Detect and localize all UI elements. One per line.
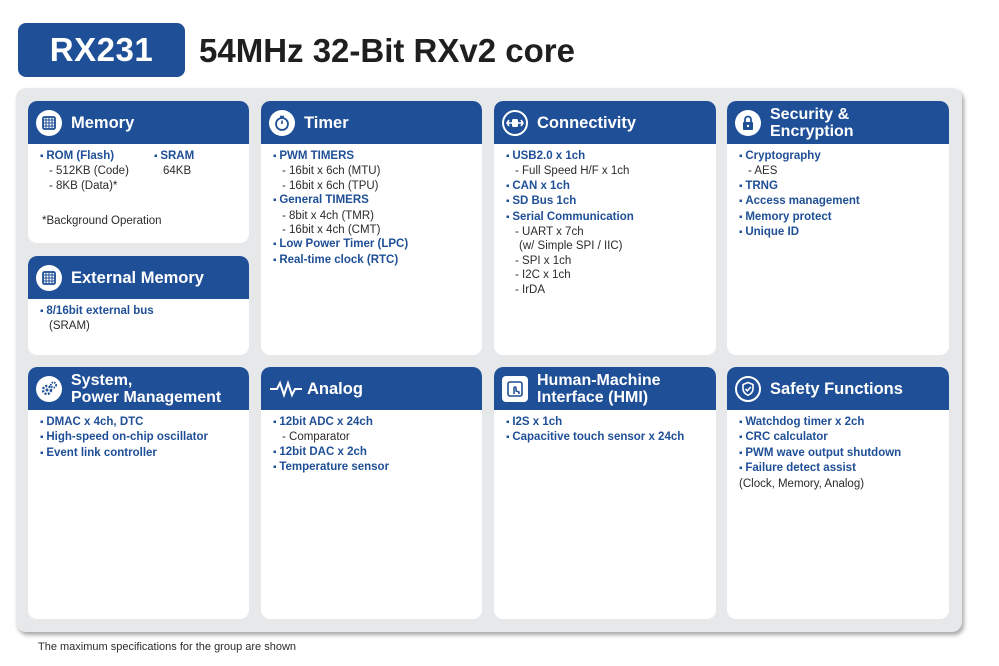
external-memory-title: External Memory <box>71 268 204 287</box>
memory-chip-icon <box>36 109 62 136</box>
hmi-card-header: Human-Machine Interface (HMI) <box>494 367 716 410</box>
waveform-icon <box>269 376 303 402</box>
memory-note: *Background Operation <box>42 215 162 228</box>
system-body: DMAC x 4ch, DTCHigh-speed on-chip oscill… <box>28 415 249 461</box>
external-memory-body: 8/16bit external bus (SRAM) <box>28 304 249 334</box>
feature-detail: - I2C x 1ch <box>515 269 571 282</box>
feature-item: CAN x 1ch <box>506 179 704 194</box>
feature-item: Serial Communication <box>506 210 704 225</box>
timer-card-header: Timer <box>261 101 482 144</box>
feature-detail: (w/ Simple SPI / IIC) <box>519 240 623 253</box>
feature-item: Unique ID <box>739 225 937 240</box>
feature-detail: - IrDA <box>515 283 546 296</box>
timer-body: PWM TIMERS- 16bit x 6ch (MTU)- 16bit x 6… <box>261 149 482 268</box>
external-memory-card: External Memory 8/16bit external bus (SR… <box>28 256 249 355</box>
analog-body: 12bit ADC x 24ch- Comparator12bit DAC x … <box>261 415 482 476</box>
security-card: Security & Encryption Cryptography- AEST… <box>727 101 949 355</box>
feature-detail: - UART x 7ch <box>515 226 584 239</box>
safety-card: Safety Functions Watchdog timer x 2chCRC… <box>727 367 949 619</box>
feature-item: CRC calculator <box>739 430 937 445</box>
security-title: Security & Encryption <box>770 105 854 140</box>
connectivity-title: Connectivity <box>537 113 637 132</box>
feature-item: Event link controller <box>40 446 237 461</box>
rom-code: - 512KB (Code) <box>49 165 129 178</box>
safety-card-header: Safety Functions <box>727 367 949 410</box>
feature-detail: - 16bit x 6ch (TPU) <box>282 179 379 192</box>
rom-data: - 8KB (Data)* <box>49 179 118 192</box>
memory-title: Memory <box>71 113 135 132</box>
feature-detail: - SPI x 1ch <box>515 254 572 267</box>
chip-name-badge: RX231 <box>18 23 185 77</box>
gears-icon <box>36 375 62 402</box>
system-card-header: System, Power Management <box>28 367 249 410</box>
feature-item: Temperature sensor <box>273 460 470 475</box>
feature-detail: - 16bit x 6ch (MTU) <box>282 165 381 178</box>
feature-item: I2S x 1ch <box>506 415 704 430</box>
feature-item: Failure detect assist <box>739 461 937 476</box>
feature-detail: - 8bit x 4ch (TMR) <box>282 209 375 222</box>
connector-plug-icon <box>502 109 528 136</box>
feature-item: Capacitive touch sensor x 24ch <box>506 430 704 445</box>
memory-card-header: Memory <box>28 101 249 144</box>
system-title: System, Power Management <box>71 371 222 406</box>
feature-detail: - AES <box>748 165 778 178</box>
feature-item: PWM TIMERS <box>273 149 470 164</box>
feature-detail: - 16bit x 4ch (CMT) <box>282 224 381 237</box>
connectivity-body: USB2.0 x 1ch- Full Speed H/F x 1chCAN x … <box>494 149 716 297</box>
connectivity-card-header: Connectivity <box>494 101 716 144</box>
security-body: Cryptography- AESTRNGAccess managementMe… <box>727 149 949 240</box>
security-card-header: Security & Encryption <box>727 101 949 144</box>
external-bus-note: (SRAM) <box>49 320 90 333</box>
feature-item: SD Bus 1ch <box>506 194 704 209</box>
feature-item: TRNG <box>739 179 937 194</box>
sram-size: 64KB <box>163 165 192 178</box>
sram-label: SRAM <box>154 149 194 164</box>
feature-item: USB2.0 x 1ch <box>506 149 704 164</box>
feature-item: Real-time clock (RTC) <box>273 253 470 268</box>
touch-hand-icon <box>502 375 528 402</box>
timer-title: Timer <box>304 113 349 132</box>
connectivity-card: Connectivity USB2.0 x 1ch- Full Speed H/… <box>494 101 716 355</box>
feature-detail: - Comparator <box>282 431 350 444</box>
feature-board: Memory ROM (Flash) - 512KB (Code) - 8KB … <box>16 88 962 632</box>
feature-item: Watchdog timer x 2ch <box>739 415 937 430</box>
rom-label: ROM (Flash) <box>40 149 154 164</box>
safety-title: Safety Functions <box>770 379 903 398</box>
external-memory-card-header: External Memory <box>28 256 249 299</box>
feature-item: General TIMERS <box>273 193 470 208</box>
feature-detail: (Clock, Memory, Analog) <box>739 477 865 490</box>
stopwatch-icon <box>269 109 295 136</box>
padlock-icon <box>735 109 761 136</box>
feature-detail: - Full Speed H/F x 1ch <box>515 165 630 178</box>
feature-item: Low Power Timer (LPC) <box>273 237 470 252</box>
feature-item: Memory protect <box>739 210 937 225</box>
hmi-title: Human-Machine Interface (HMI) <box>537 371 661 406</box>
feature-item: PWM wave output shutdown <box>739 446 937 461</box>
shield-check-icon <box>735 375 761 402</box>
memory-card: Memory ROM (Flash) - 512KB (Code) - 8KB … <box>28 101 249 243</box>
safety-body: Watchdog timer x 2chCRC calculatorPWM wa… <box>727 415 949 491</box>
feature-item: 12bit ADC x 24ch <box>273 415 470 430</box>
hmi-card: Human-Machine Interface (HMI) I2S x 1chC… <box>494 367 716 619</box>
analog-card: Analog 12bit ADC x 24ch- Comparator12bit… <box>261 367 482 619</box>
feature-item: 12bit DAC x 2ch <box>273 445 470 460</box>
footer-note: The maximum specifications for the group… <box>38 641 297 653</box>
external-bus: 8/16bit external bus <box>40 304 237 319</box>
feature-item: High-speed on-chip oscillator <box>40 430 237 445</box>
memory-chip-icon <box>36 264 62 291</box>
system-card: System, Power Management DMAC x 4ch, DTC… <box>28 367 249 619</box>
hmi-body: I2S x 1chCapacitive touch sensor x 24ch <box>494 415 716 446</box>
feature-item: Access management <box>739 194 937 209</box>
timer-card: Timer PWM TIMERS- 16bit x 6ch (MTU)- 16b… <box>261 101 482 355</box>
feature-item: DMAC x 4ch, DTC <box>40 415 237 430</box>
analog-title: Analog <box>307 379 363 398</box>
memory-body: ROM (Flash) - 512KB (Code) - 8KB (Data)*… <box>28 149 249 229</box>
feature-item: Cryptography <box>739 149 937 164</box>
core-title: 54MHz 32-Bit RXv2 core <box>199 32 575 69</box>
analog-card-header: Analog <box>261 367 482 410</box>
